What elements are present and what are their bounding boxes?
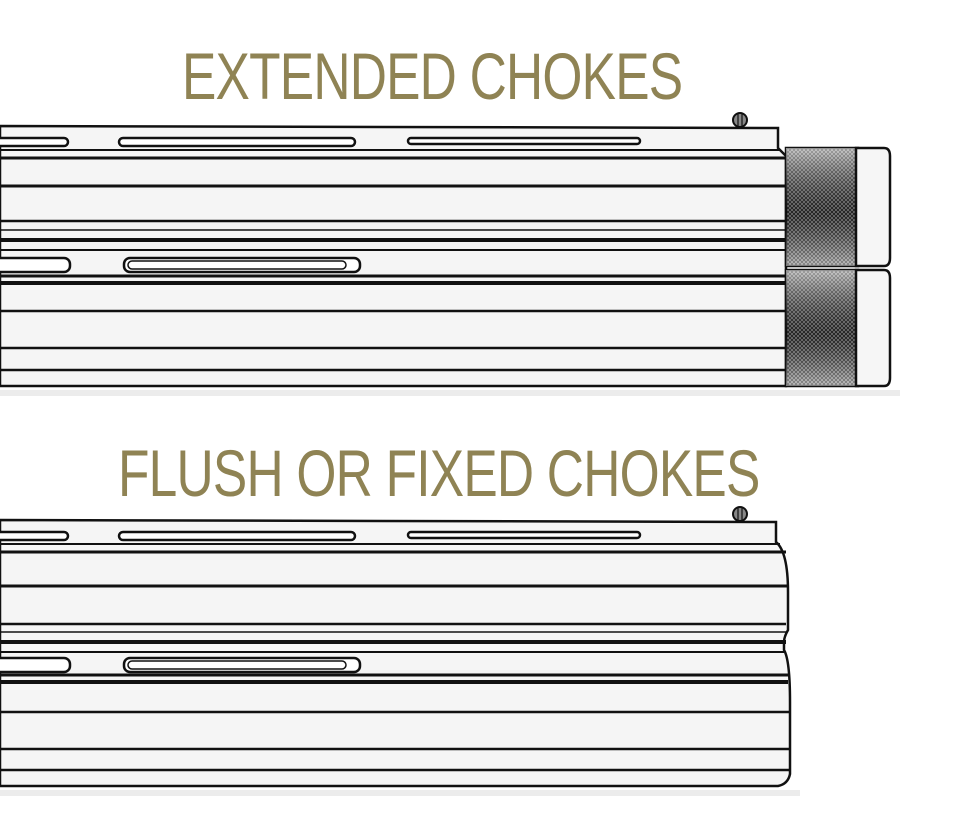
side-rib-slots (0, 656, 362, 674)
heading-extended-chokes: EXTENDED CHOKES (182, 39, 683, 113)
barrel-extended-chokes-illustration (0, 112, 900, 396)
front-sight-bead (732, 112, 748, 128)
barrel-flush-chokes-illustration (0, 506, 800, 796)
extended-choke-bottom (784, 268, 892, 388)
heading-flush-chokes: FLUSH OR FIXED CHOKES (118, 436, 760, 510)
vent-rib-slots (0, 530, 642, 542)
extended-choke-top (784, 146, 892, 268)
front-sight-bead (732, 506, 748, 522)
vent-rib-slots (0, 136, 642, 148)
side-rib-slots (0, 256, 362, 274)
